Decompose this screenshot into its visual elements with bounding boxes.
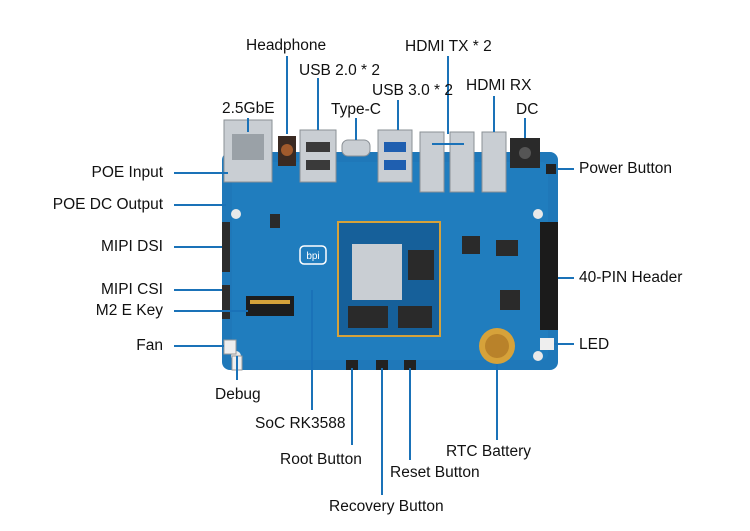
gpio-header — [540, 222, 558, 330]
label-usb20: USB 2.0 * 2 — [299, 62, 380, 79]
label-mipi-csi: MIPI CSI — [100, 281, 163, 298]
label-power-button: Power Button — [579, 160, 673, 177]
soc-chip — [352, 244, 402, 300]
mount-hole — [533, 351, 543, 361]
svg-text:bpi: bpi — [306, 251, 319, 262]
label-2-5gbe: 2.5GbE — [222, 100, 275, 117]
mipi-dsi-connector — [222, 222, 230, 272]
led-part — [540, 338, 554, 350]
label-soc: SoC RK3588 — [255, 415, 346, 432]
label-debug: Debug — [215, 386, 261, 403]
label-hdmi-tx: HDMI TX * 2 — [405, 38, 492, 55]
label-40pin-header: 40-PIN Header — [579, 269, 683, 286]
recovery-button-part — [376, 360, 388, 370]
label-mipi-dsi: MIPI DSI — [100, 238, 163, 255]
label-rtc-battery: RTC Battery — [446, 443, 531, 460]
leader-lines — [174, 56, 574, 495]
power-button-part — [546, 164, 556, 174]
mount-hole — [231, 209, 241, 219]
label-reset-button: Reset Button — [390, 464, 480, 481]
reset-button-part — [404, 360, 416, 370]
label-fan: Fan — [136, 337, 163, 354]
label-dc: DC — [516, 101, 539, 118]
typec-port — [341, 139, 371, 157]
hdmi-tx-port — [449, 131, 475, 193]
usb30-port — [377, 129, 413, 183]
label-m2-ekey: M2 E Key — [95, 302, 163, 319]
label-recovery-button: Recovery Button — [329, 498, 444, 515]
hdmi-tx-port — [419, 131, 445, 193]
root-button-part — [346, 360, 358, 370]
bpi-logo — [299, 245, 327, 265]
usb20-port — [299, 129, 337, 183]
label-headphone: Headphone — [246, 37, 327, 54]
label-usb30: USB 3.0 * 2 — [372, 82, 453, 99]
label-poe-dc-output: POE DC Output — [52, 196, 163, 213]
label-typec: Type-C — [331, 101, 381, 118]
label-hdmi-rx: HDMI RX — [466, 77, 532, 94]
mount-hole — [533, 209, 543, 219]
m2-slot — [246, 296, 294, 316]
label-root-button: Root Button — [280, 451, 362, 468]
mipi-csi-connector — [222, 285, 230, 319]
hdmi-rx-port — [481, 131, 507, 193]
fan-connector — [223, 339, 237, 355]
label-poe-input: POE Input — [91, 164, 163, 181]
label-led: LED — [579, 336, 610, 353]
